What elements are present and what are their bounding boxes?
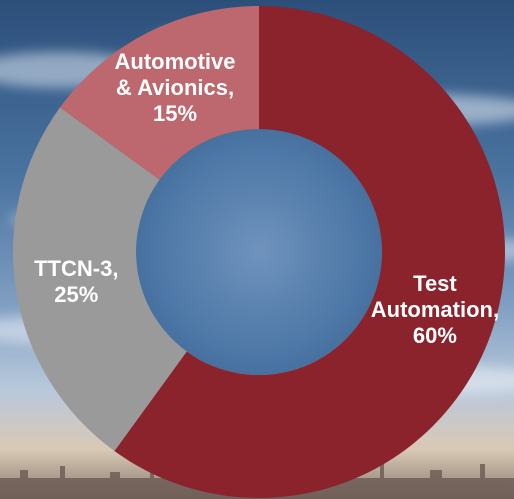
- slice-label-automotive-avionics: Automotive& Avionics,15%: [115, 49, 236, 126]
- slice-test-automation: [114, 6, 506, 499]
- slice-ttcn-3: [12, 107, 187, 452]
- slice-label-line: & Avionics,: [116, 75, 234, 100]
- slice-label-line: 15%: [153, 101, 197, 126]
- slice-automotive-avionics: [59, 5, 260, 180]
- donut-hole: [136, 129, 382, 375]
- slice-label-line: 25%: [54, 282, 98, 307]
- slice-label-line: TTCN-3,: [34, 256, 118, 281]
- slice-label-line: 60%: [413, 323, 457, 348]
- slice-label-ttcn-3: TTCN-3,25%: [34, 256, 118, 307]
- slice-label-line: Test: [413, 271, 457, 296]
- slice-label-line: Automotive: [115, 49, 236, 74]
- slice-label-line: Automation,: [371, 297, 499, 322]
- donut-slices: [12, 5, 506, 499]
